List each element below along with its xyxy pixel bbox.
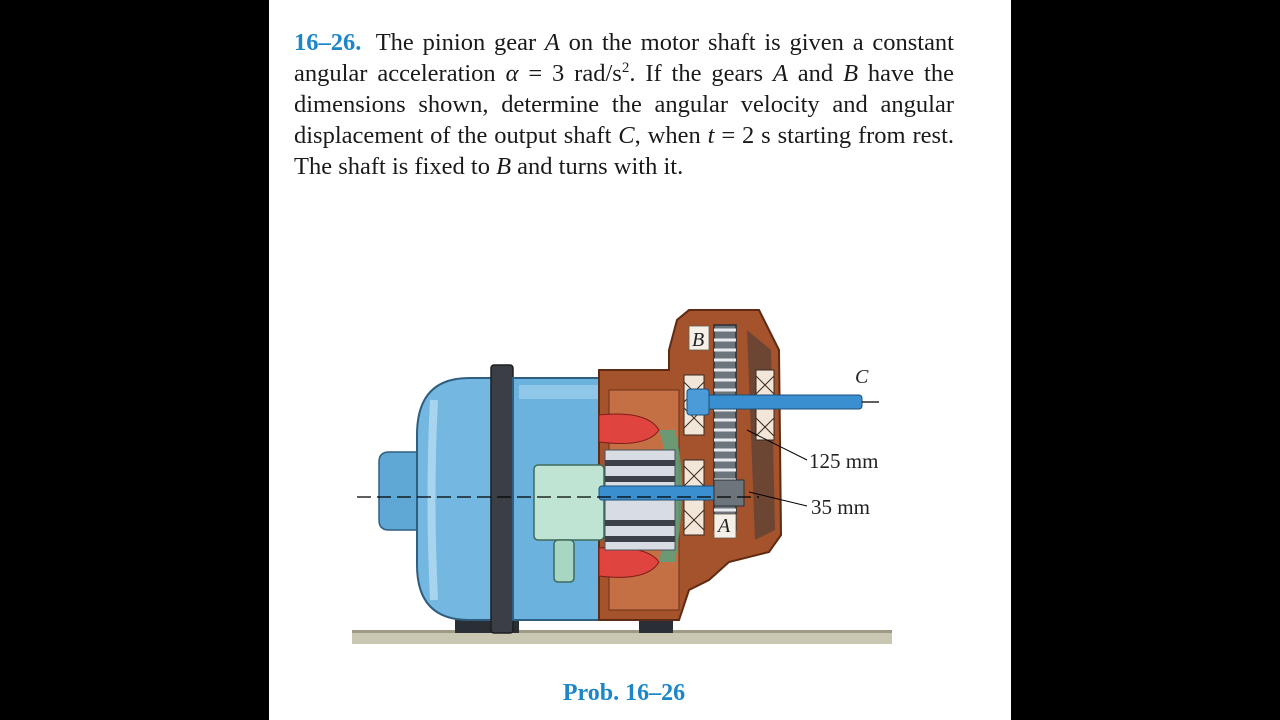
output-shaft-c: [686, 394, 863, 410]
motor-shaft: [598, 485, 730, 501]
dim-35mm: 35 mm: [811, 495, 870, 519]
coil-upper: [598, 413, 660, 444]
figure-caption: Prob. 16–26: [562, 680, 686, 706]
brush-stem: [553, 539, 575, 583]
textbook-page: 16–26. The pinion gear A on the motor sh…: [269, 0, 1011, 720]
label-gear-b: B: [692, 329, 704, 351]
dim-125mm: 125 mm: [809, 449, 878, 473]
mounting-flange: [490, 364, 514, 634]
motor-end-cover: [416, 377, 500, 621]
pinion-gear-a: [713, 479, 745, 507]
brush-block: [533, 464, 605, 541]
ground-base: [352, 630, 892, 644]
dim-leader-35: [748, 491, 808, 507]
dim-leader-125: [746, 429, 808, 461]
problem-number: 16–26.: [294, 28, 362, 56]
problem-statement: 16–26. The pinion gear A on the motor sh…: [294, 28, 954, 181]
motor-gear-illustration: B A C 125 mm 35 mm: [352, 309, 892, 644]
end-cap-bump: [378, 451, 420, 531]
label-gear-a: A: [716, 515, 731, 537]
label-shaft-c: C: [855, 366, 869, 388]
